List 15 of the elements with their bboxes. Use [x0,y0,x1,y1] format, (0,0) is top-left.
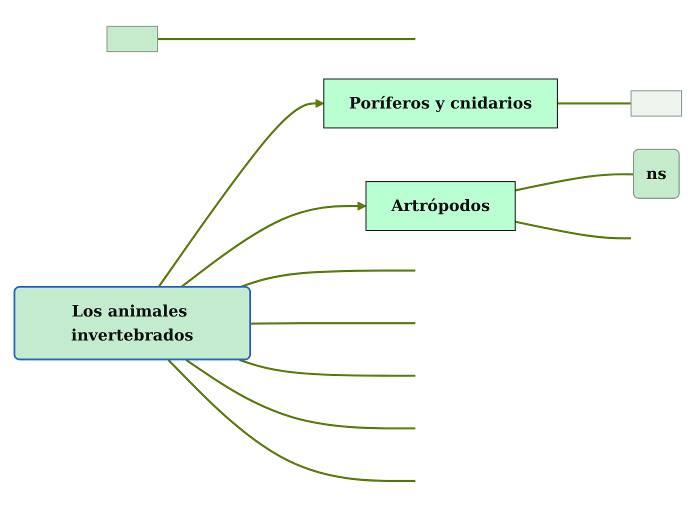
node-box: Poríferos y cnidarios [323,78,558,128]
connector [186,359,416,430]
connector [515,220,632,240]
connector [239,269,416,288]
connector [515,173,634,192]
connector [158,38,416,40]
connector [557,102,632,105]
arrow [158,98,324,288]
connector [239,358,416,377]
connector [250,322,416,325]
node-box: Artrópodos [365,181,516,232]
node-box [630,90,682,117]
node-box [106,26,158,52]
arrow [180,201,366,288]
connector [168,359,416,482]
